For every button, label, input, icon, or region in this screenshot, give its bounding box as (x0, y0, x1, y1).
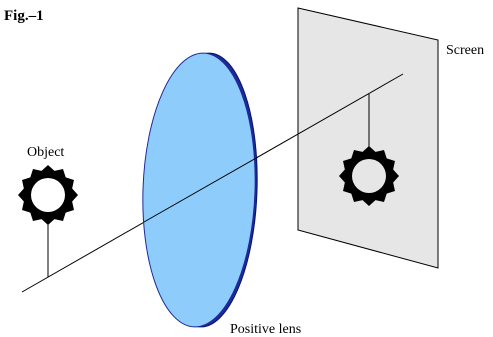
object-label: Object (27, 145, 64, 160)
gear-ring-shape (18, 165, 78, 225)
lens-face (142, 52, 256, 328)
lens-label: Positive lens (230, 322, 301, 337)
optical-axis-through-lens (143, 156, 259, 223)
screen-label: Screen (446, 43, 484, 58)
gear-ring-shape (339, 146, 399, 206)
object-gear-ring-icon (18, 165, 78, 225)
positive-lens (142, 52, 258, 328)
screen-plane (297, 7, 439, 269)
image-gear-ring-icon (339, 146, 399, 206)
figure-label: Fig.–1 (4, 8, 44, 24)
